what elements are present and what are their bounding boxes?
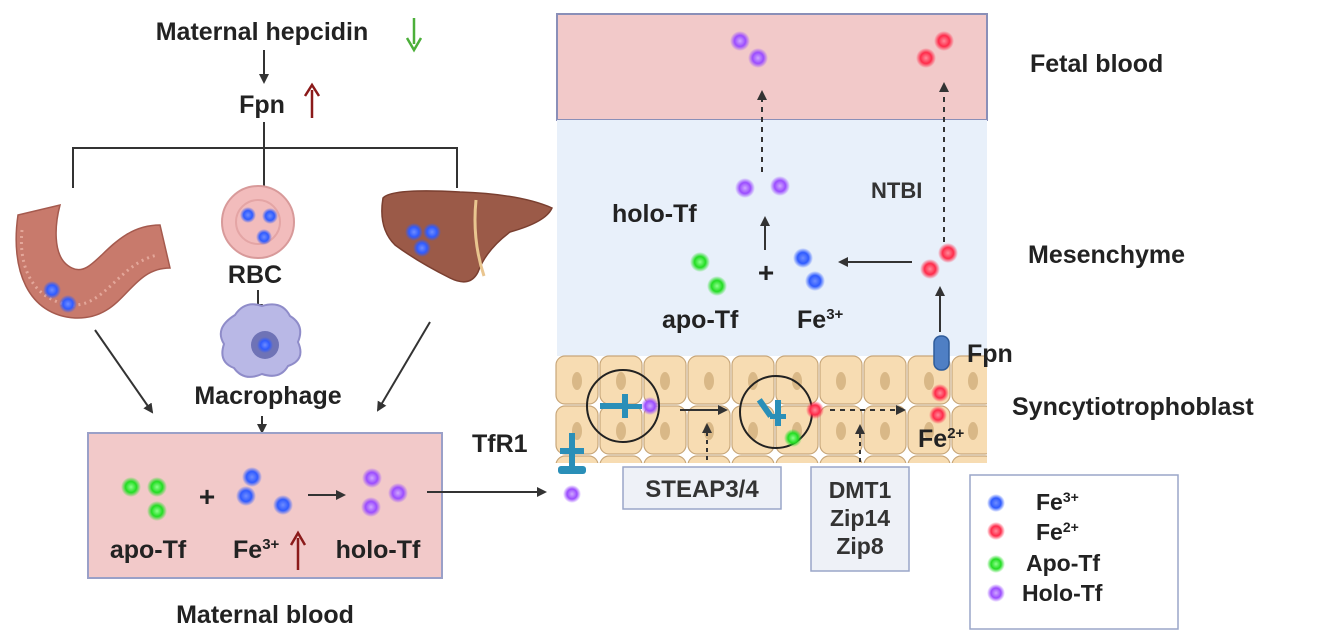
svg-text:Apo-Tf: Apo-Tf: [1026, 550, 1100, 576]
zip14-label: Zip14: [830, 505, 890, 531]
steap-box: [622, 466, 782, 510]
macrophage-icon: [219, 303, 302, 378]
placenta-fpn-label: Fpn: [967, 340, 1013, 368]
apo-tf-group: [121, 477, 167, 521]
mesenchyme-fe3: [793, 248, 825, 291]
legend-apo-tf: Apo-Tf: [987, 550, 1100, 576]
mesenchyme-plus: +: [758, 257, 774, 288]
zip8-label: Zip8: [836, 533, 883, 559]
liver-icon: [381, 190, 553, 283]
legend-fe3: Fe3+: [987, 489, 1079, 515]
mesenchyme-holo-tf: [735, 176, 790, 198]
fetal-fe2: [916, 31, 954, 68]
ntbi-label: NTBI: [871, 178, 922, 203]
maternal-fpn-label: Fpn: [239, 91, 285, 119]
intestine-icon: [15, 203, 171, 319]
surface-tfr1-icon: [558, 433, 586, 474]
fe2-particle: [929, 406, 947, 424]
distribution-bracket: [72, 122, 458, 190]
fetal-holo-tf: [730, 31, 768, 68]
svg-text:Fe2+: Fe2+: [1036, 519, 1079, 545]
maternal-hepcidin-label: Maternal hepcidin: [156, 18, 369, 46]
macrophage-label: Macrophage: [194, 382, 341, 410]
fetal-blood-label: Fetal blood: [1030, 50, 1163, 78]
holo-tf-group: [361, 468, 408, 517]
dmt1-label: DMT1: [829, 477, 892, 503]
plus-sign: +: [199, 481, 215, 512]
maternal-blood-label: Maternal blood: [176, 601, 354, 629]
legend-holo-tf: Holo-Tf: [987, 580, 1103, 606]
legend-fe2: Fe2+: [987, 519, 1079, 545]
up-arrow-icon: [303, 82, 321, 118]
fpn-transporter-icon: [933, 335, 950, 371]
rbc-icon: [221, 185, 295, 259]
mesenchyme-apo-tf-label: apo-Tf: [662, 306, 739, 334]
down-arrow-icon: [405, 18, 423, 53]
apo-tf-label: apo-Tf: [110, 536, 187, 564]
surface-holo-tf: [563, 485, 581, 503]
steap-label: STEAP3/4: [645, 476, 759, 503]
arrow-intestine-blood: [94, 329, 154, 414]
mesenchyme-label: Mesenchyme: [1028, 241, 1185, 269]
syncytiotrophoblast-label: Syncytiotrophoblast: [1012, 393, 1254, 421]
arrow-liver-blood: [376, 321, 431, 412]
dmt1-box: [810, 466, 910, 572]
mesenchyme-apo-tf: [690, 252, 727, 296]
mesenchyme-fe2: [920, 243, 958, 279]
endosome-1: [586, 369, 660, 443]
svg-text:Holo-Tf: Holo-Tf: [1022, 580, 1103, 606]
fe3-up-arrow-icon: [289, 530, 307, 570]
tfr1-label: TfR1: [472, 430, 528, 458]
fe2-particle: [931, 384, 949, 402]
tfr1-receptor-icon-2: [756, 398, 786, 426]
maternal-blood-box: [87, 432, 443, 579]
mesenchyme-box: [557, 120, 987, 356]
fe3-group: [236, 467, 293, 515]
holo-tf-label: holo-Tf: [336, 536, 421, 564]
fetal-blood-box: [556, 13, 988, 121]
mesenchyme-fe3-label: Fe3+: [797, 306, 844, 334]
rbc-label: RBC: [228, 261, 282, 289]
tfr1-receptor-icon: [600, 394, 642, 418]
mesenchyme-holo-tf-label: holo-Tf: [612, 200, 697, 228]
fe3-label: Fe3+: [233, 536, 280, 564]
fe2-label: Fe2+: [918, 425, 965, 453]
ntbi-bg: [868, 175, 928, 205]
svg-text:Fe3+: Fe3+: [1036, 489, 1079, 515]
endosome-2: [739, 375, 824, 449]
